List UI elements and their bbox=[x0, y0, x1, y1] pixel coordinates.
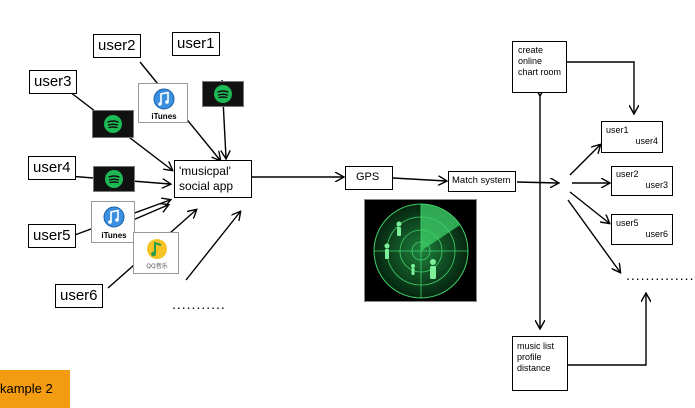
arrow-info-more bbox=[568, 294, 646, 366]
user6-box: user6 bbox=[55, 284, 103, 308]
radar-image bbox=[364, 199, 477, 302]
app-name: 'musicpal' bbox=[179, 164, 231, 178]
user3-box: user3 bbox=[29, 70, 77, 94]
gps-box: GPS bbox=[345, 166, 393, 190]
group-user5-user6: user5 user6 bbox=[611, 214, 673, 245]
arrow-hub-more bbox=[567, 199, 620, 272]
arrow-itunes-app bbox=[132, 205, 168, 221]
group-user2-user3: user2 user3 bbox=[611, 166, 673, 196]
svg-text:iTunes: iTunes bbox=[151, 112, 177, 121]
arrow-chatroom-group1 bbox=[566, 61, 634, 113]
group-user1-user4: user1 user4 bbox=[601, 121, 663, 153]
itunes-icon: iTunes bbox=[91, 201, 135, 243]
example-label: kample 2 bbox=[0, 370, 70, 408]
arrow-hub-group1 bbox=[569, 145, 600, 176]
more-groups-dots: .............. bbox=[626, 267, 695, 283]
qq-music-icon: QQ音乐 bbox=[133, 232, 179, 274]
itunes-icon: iTunes bbox=[138, 83, 188, 123]
user2-box: user2 bbox=[93, 34, 141, 58]
spotify-icon bbox=[92, 110, 134, 138]
user1-box: user1 bbox=[172, 32, 220, 56]
user5-box: user5 bbox=[28, 224, 76, 248]
info-box: music list profile distance bbox=[512, 336, 568, 391]
musicpal-app-box: 'musicpal' social app bbox=[174, 160, 252, 198]
spotify-icon bbox=[202, 81, 244, 107]
svg-text:iTunes: iTunes bbox=[101, 231, 127, 240]
chatroom-box: create online chart room bbox=[512, 41, 567, 93]
arrow-gps-match bbox=[392, 178, 446, 181]
user4-box: user4 bbox=[28, 156, 76, 180]
arrow-match-hub bbox=[516, 182, 558, 183]
app-subtitle: social app bbox=[179, 179, 234, 193]
match-system-box: Match system bbox=[448, 171, 516, 192]
spotify-icon bbox=[93, 166, 135, 192]
svg-text:QQ音乐: QQ音乐 bbox=[146, 262, 167, 270]
more-users-dots: ........... bbox=[172, 296, 226, 312]
arrow-hub-group3 bbox=[569, 191, 609, 223]
arrow-dots-app bbox=[185, 212, 240, 281]
